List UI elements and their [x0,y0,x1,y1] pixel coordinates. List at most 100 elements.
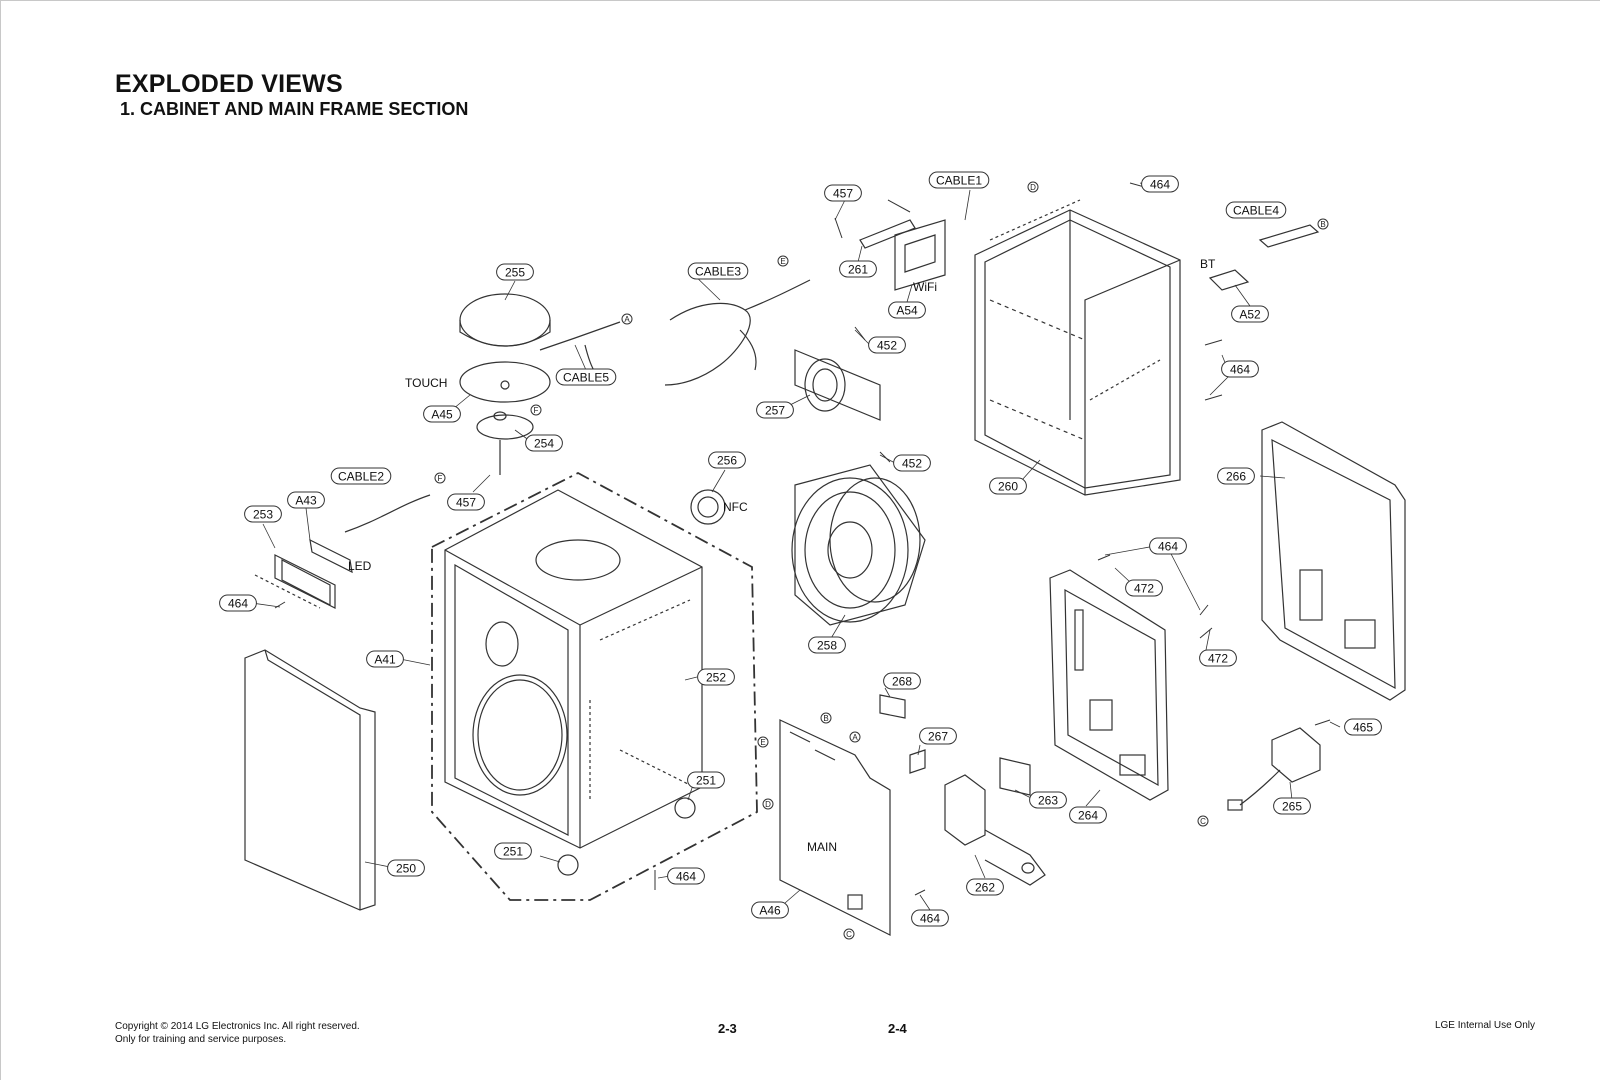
connector-e-top: E [777,255,789,267]
callout-263: 263 [1029,791,1067,809]
connector-f-cable2: F [434,472,446,484]
connector-a-pcb: A [849,731,861,743]
svg-text:CABLE4: CABLE4 [1233,204,1279,218]
callout-cable5: CABLE5 [555,368,617,386]
svg-text:CABLE3: CABLE3 [695,265,741,279]
connector-a-top: A [621,313,633,325]
callout-251a: 251 [687,771,725,789]
svg-text:D: D [765,800,771,809]
callout-264: 264 [1069,806,1107,824]
svg-text:E: E [780,257,785,266]
callout-253: 253 [244,505,282,523]
connector-f-touch: F [530,404,542,416]
callout-255: 255 [496,263,534,281]
svg-text:F: F [438,474,443,483]
chip-267 [909,749,926,774]
connector-b-top: B [1317,218,1329,230]
page-number-left: 2-3 [718,1021,737,1036]
callout-457a: 457 [824,184,862,202]
svg-text:A45: A45 [431,408,453,422]
svg-text:262: 262 [975,881,995,895]
svg-text:457: 457 [833,187,853,201]
callout-cable2: CABLE2 [330,467,392,485]
svg-text:A41: A41 [374,653,396,667]
tweeter-257 [794,349,881,421]
svg-text:252: 252 [706,671,726,685]
svg-text:E: E [760,738,765,747]
chassis-264 [1049,569,1169,801]
svg-text:255: 255 [505,266,525,280]
heatsink-263 [999,757,1031,796]
label-led: LED [348,559,372,573]
callout-261: 261 [839,260,877,278]
label-touch: TOUCH [405,376,447,390]
svg-text:261: 261 [848,263,868,277]
section-title: 1. CABINET AND MAIN FRAME SECTION [120,99,469,119]
bt-module-a52 [1208,224,1320,291]
svg-text:472: 472 [1134,582,1154,596]
svg-text:464: 464 [1158,540,1178,554]
callout-457b: 457 [447,493,485,511]
callout-464f: 464 [911,909,949,927]
callout-252: 252 [697,668,735,686]
page-title: EXPLODED VIEWS [115,70,343,98]
callout-258: 258 [808,636,846,654]
svg-text:266: 266 [1226,470,1246,484]
connector-d-pcb: D [762,798,774,810]
side-panel-250 [244,649,376,911]
cabinet-boundary-outline [431,471,758,901]
svg-text:464: 464 [1230,363,1250,377]
callout-a54: A54 [888,301,926,319]
svg-text:257: 257 [765,404,785,418]
nfc-256 [690,489,726,525]
svg-text:251: 251 [503,845,523,859]
callout-452b: 452 [893,454,931,472]
connector-c-bottom: C [843,928,855,940]
connector-c-right: C [1197,815,1209,827]
svg-text:464: 464 [228,597,248,611]
svg-text:265: 265 [1282,800,1302,814]
touch-cover-255 [459,293,551,347]
cable5-wire [539,321,621,373]
svg-text:251: 251 [696,774,716,788]
main-pcb-a46 [779,719,891,936]
led-bracket-253 [254,538,353,609]
svg-text:C: C [846,930,852,939]
svg-text:A52: A52 [1239,308,1261,322]
callout-254: 254 [525,434,563,452]
svg-text:CABLE1: CABLE1 [936,174,982,188]
callout-250: 250 [387,859,425,877]
callout-251b: 251 [494,842,532,860]
knob-254 [476,411,534,475]
svg-text:250: 250 [396,862,416,876]
chip-268 [879,694,906,719]
callout-464c: 464 [1149,537,1187,555]
callout-262: 262 [966,878,1004,896]
cabinet-252 [444,489,703,876]
svg-text:F: F [534,406,539,415]
callout-452a: 452 [868,336,906,354]
page-border-left [0,0,1,1080]
svg-text:253: 253 [253,508,273,522]
back-panel-266 [1261,421,1406,701]
callout-a45: A45 [423,405,461,423]
wifi-module-a54 [894,219,946,291]
svg-text:260: 260 [998,480,1018,494]
svg-text:465: 465 [1353,721,1373,735]
callout-260: 260 [989,477,1027,495]
callout-a43: A43 [287,491,325,509]
cable3-harness [664,279,811,386]
svg-text:A54: A54 [896,304,918,318]
footer-internal-notice: LGE Internal Use Only [1434,1020,1535,1031]
svg-text:A: A [624,315,630,324]
callout-266: 266 [1217,467,1255,485]
svg-text:264: 264 [1078,809,1098,823]
callout-a41: A41 [366,650,404,668]
bracket-262 [944,774,1046,886]
callout-465: 465 [1344,718,1382,736]
callout-464b: 464 [1221,360,1259,378]
svg-text:CABLE5: CABLE5 [563,371,609,385]
main-frame-260 [974,199,1181,496]
